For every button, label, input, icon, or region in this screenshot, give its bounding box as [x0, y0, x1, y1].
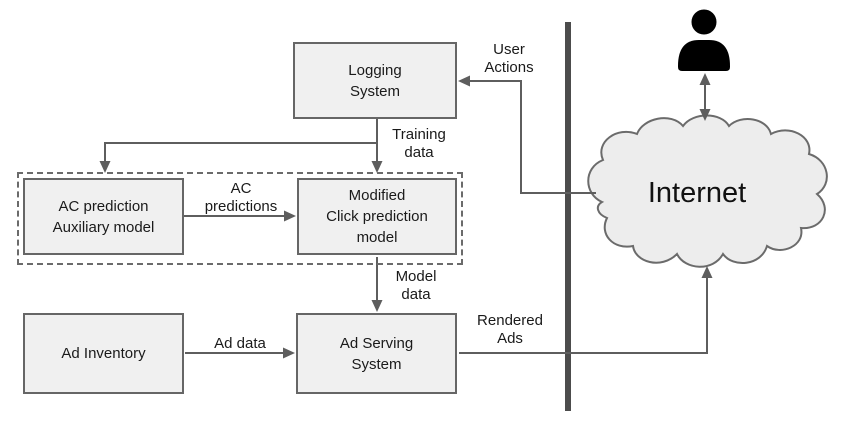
click-prediction-label: model: [356, 229, 398, 246]
ac-prediction-auxiliary-model-box: AC prediction Auxiliary model: [23, 178, 184, 255]
model-data-label: Model data: [395, 268, 437, 303]
ad-serving-label: Ad Serving: [339, 334, 414, 352]
logging-system-box: Logging System: [293, 42, 457, 119]
click-prediction-label: Click prediction: [326, 208, 428, 225]
ad-data-label: Ad data: [214, 335, 266, 352]
internet-cloud: [587, 114, 828, 268]
ac-predictions-label: AC predictions: [204, 180, 278, 215]
ad-data-arrow: [185, 347, 295, 359]
ac-auxiliary-label: AC prediction: [58, 197, 149, 215]
modified-click-prediction-model-box: Modified Click prediction model: [297, 178, 457, 255]
logging-system-label: Logging: [348, 61, 402, 79]
user-icon: [678, 6, 730, 71]
logging-system-label: System: [349, 82, 400, 100]
user-actions-label: User Actions: [484, 41, 534, 76]
training-data-label: Training data: [392, 126, 446, 161]
rendered-ads-label: Rendered Ads: [477, 312, 543, 347]
models-dashed-group: [17, 172, 463, 265]
user-cloud-arrow: [699, 73, 711, 121]
ac-auxiliary-label: Auxiliary model: [52, 218, 155, 236]
ad-serving-label: System: [351, 355, 402, 373]
training-data-arrow: [99, 119, 383, 173]
click-prediction-label: Modified: [348, 187, 406, 204]
user-actions-arrow: [458, 75, 596, 194]
ad-inventory-label: Ad Inventory: [61, 345, 146, 362]
ad-serving-system-box: Ad Serving System: [296, 313, 457, 394]
internet-label: Internet: [647, 177, 747, 209]
rendered-ads-arrow: [459, 266, 713, 354]
ac-predictions-arrow: [184, 210, 296, 222]
ad-inventory-box: Ad Inventory: [23, 313, 184, 394]
boundary-divider-line: [565, 22, 571, 411]
